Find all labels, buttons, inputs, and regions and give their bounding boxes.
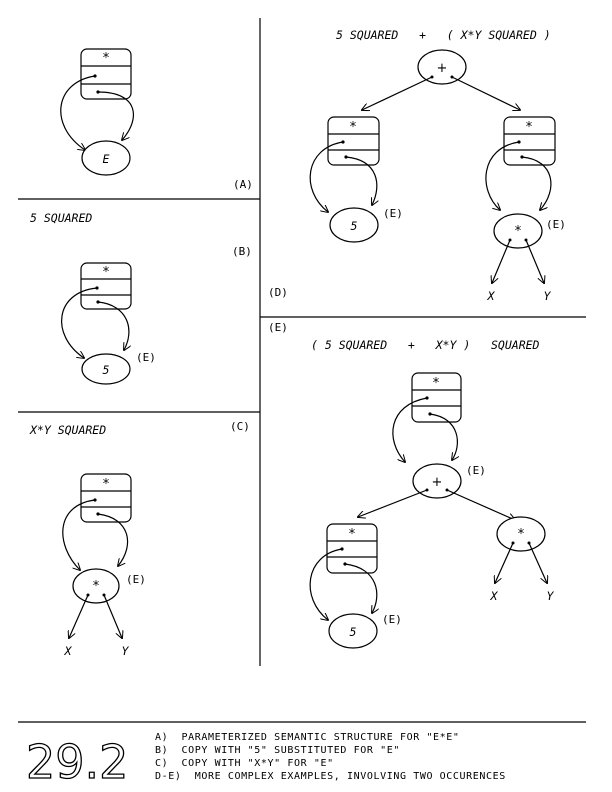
node-text: 5: [351, 219, 358, 233]
node-text: +: [432, 475, 443, 490]
leaf-x: X: [487, 289, 496, 303]
leaf-y: Y: [122, 644, 130, 658]
box-symbol: *: [350, 120, 357, 135]
panel-caption: ( 5 SQUARED + X*Y ) SQUARED: [311, 338, 540, 352]
panel-label: (E): [268, 321, 288, 334]
pointer-arrow: [392, 397, 428, 462]
pointer-arrow: [345, 156, 377, 205]
pointer-arrow: [60, 75, 96, 150]
figure-footer: 29.2 A) PARAMETERIZED SEMANTIC STRUCTURE…: [25, 732, 506, 790]
pointer-arrow: [97, 301, 129, 350]
panel-caption: 5 SQUARED + ( X*Y SQUARED ): [336, 28, 551, 42]
panel-label: (B): [232, 245, 252, 258]
multiply-box: *: [80, 473, 132, 523]
panel-e: (E) ( 5 SQUARED + X*Y ) SQUARED * + (E) …: [268, 321, 555, 649]
panel-label: (C): [230, 420, 250, 433]
box-symbol: *: [433, 376, 440, 391]
plus-node: [417, 49, 467, 85]
pointer-arrow: [97, 91, 135, 140]
pointer-arrow: [97, 513, 129, 566]
pointer-arrow: [61, 287, 98, 358]
leaf-y: Y: [547, 589, 555, 603]
legend-line-d-e: D-E) MORE COMPLEX EXAMPLES, INVOLVING TW…: [155, 771, 506, 782]
edge-to-x: [495, 542, 514, 583]
node-text: E: [103, 152, 110, 166]
panel-label: (A): [233, 178, 253, 191]
multiply-box-left: *: [326, 523, 378, 574]
panel-caption: 5 SQUARED: [30, 211, 92, 225]
panel-b: 5 SQUARED (B) * 5 (E): [30, 211, 252, 385]
node-tag: (E): [383, 207, 403, 220]
parameter-node: [81, 140, 131, 176]
node-tag: (E): [126, 573, 146, 586]
value-node: [328, 613, 378, 649]
node-text: +: [437, 61, 448, 76]
panel-c: X*Y SQUARED (C) * * (E) X Y: [29, 420, 250, 658]
value-node: [329, 207, 379, 243]
legend-line-c: C) COPY WITH "X*Y" FOR "E": [155, 758, 334, 769]
edge-to-x: [492, 239, 511, 283]
edge-to-y: [528, 542, 547, 583]
box-symbol: *: [526, 120, 533, 135]
node-tag: (E): [382, 613, 402, 626]
pointer-arrow: [429, 413, 457, 460]
multiply-box-top: *: [411, 372, 462, 423]
figure-number: 29.2: [26, 735, 128, 789]
pointer-arrow: [521, 156, 552, 210]
node-tag: (E): [466, 464, 486, 477]
leaf-x: X: [64, 644, 73, 658]
legend-line-a: A) PARAMETERIZED SEMANTIC STRUCTURE FOR …: [155, 732, 460, 743]
panel-dividers: [18, 18, 586, 723]
value-node: [81, 353, 131, 385]
box-outline: [327, 116, 380, 166]
multiply-box: *: [80, 48, 132, 100]
multiply-box-right: *: [503, 116, 556, 166]
multiply-node: [496, 516, 546, 552]
edge-right: [451, 76, 520, 110]
node-text: *: [515, 224, 522, 239]
box-symbol: *: [349, 527, 356, 542]
node-text: *: [518, 527, 525, 542]
box-symbol: *: [103, 265, 110, 280]
panel-a: * E (A): [60, 48, 253, 191]
box-outline: [80, 48, 132, 100]
node-text: 5: [103, 363, 110, 377]
box-outline: [80, 262, 132, 310]
multiply-box: *: [80, 262, 132, 310]
pointer-arrow: [309, 141, 344, 212]
node-tag: (E): [136, 351, 156, 364]
box-outline: [411, 372, 462, 423]
box-outline: [326, 523, 378, 574]
multiply-node: [72, 568, 120, 604]
box-outline: [80, 473, 132, 523]
box-symbol: *: [103, 51, 110, 66]
box-outline: [503, 116, 556, 166]
edge-to-y: [525, 239, 544, 283]
panel-label: (D): [268, 286, 288, 299]
pointer-arrow: [62, 499, 96, 570]
box-symbol: *: [103, 477, 110, 492]
leaf-x: X: [490, 589, 499, 603]
legend-line-b: B) COPY WITH "5" SUBSTITUTED FOR "E": [155, 745, 400, 756]
edge-to-x: [69, 594, 89, 638]
edge-right: [446, 489, 515, 520]
panel-caption: X*Y SQUARED: [29, 423, 106, 437]
edge-left: [358, 489, 428, 517]
node-tag: (E): [546, 218, 566, 231]
multiply-node: [493, 213, 543, 249]
plus-node: [412, 463, 462, 499]
node-text: *: [93, 579, 100, 594]
pointer-arrow: [309, 548, 343, 620]
edge-left: [362, 76, 433, 110]
pointer-arrow: [485, 141, 520, 210]
edge-to-y: [103, 594, 122, 638]
panel-d: 5 SQUARED + ( X*Y SQUARED ) + * 5 (E) *: [268, 28, 566, 303]
leaf-y: Y: [544, 289, 552, 303]
node-text: 5: [350, 625, 357, 639]
pointer-arrow: [344, 563, 377, 613]
